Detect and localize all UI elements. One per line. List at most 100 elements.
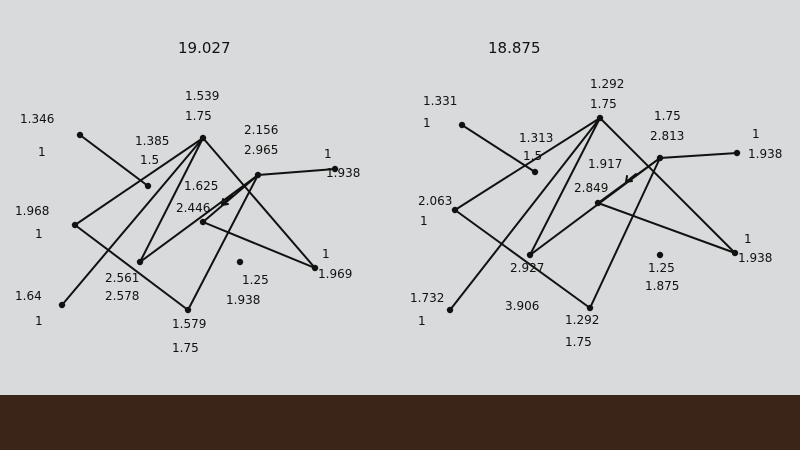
right-node-label-top: 1.75 [654,109,681,123]
right-node-label-top: 1.917 [588,157,622,171]
left-node-label-top: 1.25 [242,273,269,287]
left-edge [257,168,336,176]
right-node [733,149,741,157]
left-node [76,131,84,139]
left-edge [74,137,204,226]
left-edge [74,224,189,311]
left-edge [139,137,204,263]
left-node-label-top: 1.625 [184,179,218,193]
left-network-diagram: 19.027 1.346 1 1.968 1 1.64 1 1.385 1.5 2.561 2.5… [15,39,360,355]
left-node [199,218,207,226]
left-edge [202,174,259,223]
right-node-label-bottom: 1.75 [565,335,592,349]
left-node-label-bottom: 1 [38,145,46,159]
right-node-label-bottom: 1.5 [523,149,542,163]
left-node-label-bottom: 2.446 [176,201,210,215]
left-node [331,165,339,173]
right-node-label-bottom: 1 [420,214,428,228]
left-arrowhead [221,194,233,206]
right-node-label-top: 1.25 [648,261,675,275]
left-node-label-top: 1.968 [15,204,49,218]
right-edge [597,202,736,254]
right-node [526,251,534,259]
left-node-label-bottom: 1.938 [226,293,260,307]
right-node [656,154,664,162]
left-node-label-bottom: 1 [35,314,43,328]
left-node-label-bottom: 2.578 [105,289,139,303]
left-node-label-top: 1 [322,247,330,261]
right-edge [461,124,536,173]
left-node [58,301,66,309]
left-node-label-bottom: 1 [35,227,43,241]
right-edge [599,117,736,254]
right-node-label-top: 1.292 [565,313,599,327]
right-node [446,306,454,314]
right-node-label-bottom: 3.906 [505,299,539,313]
left-node-label-bottom: 1.75 [172,341,199,355]
right-edge [589,157,661,309]
left-node-label-top: 1.346 [20,112,54,126]
right-node [596,114,604,122]
left-edge [139,174,259,263]
right-node-label-top: 2.063 [418,194,452,208]
left-node [184,306,192,314]
right-node [656,251,664,259]
right-edge [529,117,601,256]
right-node-label-bottom: 1.875 [645,279,679,293]
left-node-label-top: 2.561 [105,271,139,285]
right-node-label-top: 1.313 [519,131,553,145]
right-title: 18.875 [488,39,541,57]
right-node-label-bottom: 1 [418,314,426,328]
right-node-label-bottom: 2.849 [574,181,608,195]
left-node-label-top: 1.385 [135,134,169,148]
left-node [311,264,319,272]
right-node-label-bottom: 2.813 [650,129,684,143]
right-node [531,168,539,176]
left-node-label-top: 1.539 [185,89,219,103]
right-node-label-top: 1 [744,232,752,246]
left-node [144,182,152,190]
right-node-label-top: 2.927 [510,261,544,275]
left-node-label-top: 2.156 [244,123,278,137]
right-node [731,249,739,257]
right-node-label-top: 1 [752,127,760,141]
left-edge [61,137,204,306]
right-node-label-top: 1.292 [590,77,624,91]
left-node [236,258,244,266]
right-edge [454,209,591,309]
left-node-label-bottom: 1.75 [185,109,212,123]
left-node [71,221,79,229]
left-node [254,171,262,179]
right-node [586,304,594,312]
right-node [451,206,459,214]
right-edge [454,117,601,211]
left-node-label-bottom: 1.5 [140,153,159,167]
left-node [199,134,207,142]
right-node-label-bottom: 1.938 [738,251,772,265]
left-title: 19.027 [178,39,231,57]
left-node-label-top: 1 [324,147,332,161]
right-node [594,199,602,207]
left-node-label-bottom: 1.938 [326,166,360,180]
left-edge [79,134,149,187]
right-node-label-bottom: 1.938 [748,147,782,161]
right-arrowhead [625,173,637,183]
right-edge [449,117,601,311]
right-network-diagram: 18.875 1.331 1 2.063 1 1.732 1 1.313 1.5 2.927 3.… [410,39,782,349]
paper-sheet [0,0,800,395]
right-node [458,121,466,129]
left-node-label-top: 1.579 [172,317,206,331]
right-node-label-top: 1.331 [423,94,457,108]
left-edge [187,174,259,311]
right-node-label-bottom: 1.75 [590,97,617,111]
left-node-label-bottom: 1.969 [318,267,352,281]
left-node-label-bottom: 2.965 [244,143,278,157]
right-edge [659,152,738,159]
left-node-label-top: 1.64 [15,289,42,303]
right-node-label-bottom: 1 [423,116,431,130]
right-node-label-top: 1.732 [410,291,444,305]
left-edge [202,137,316,269]
left-node [136,258,144,266]
left-edge [202,221,316,269]
